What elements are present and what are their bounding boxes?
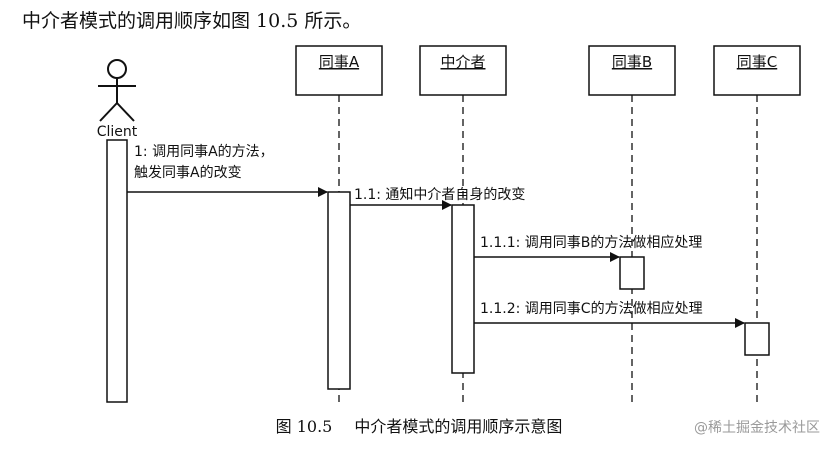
figure-number: 图 10.5 — [275, 417, 333, 436]
activation-colleague-b — [619, 256, 645, 290]
participant-mediator: 中介者 — [419, 45, 507, 96]
message-1-1-1-label: 1.1.1: 调用同事B的方法做相应处理 — [480, 234, 702, 251]
message-1-1-2-label: 1.1.2: 调用同事C的方法做相应处理 — [480, 300, 703, 317]
figure-title: 中介者模式的调用顺序示意图 — [354, 417, 563, 436]
participant-label-colleague-c: 同事C — [737, 53, 777, 71]
message-1-1-1: 1.1.1: 调用同事B的方法做相应处理 — [474, 234, 702, 262]
client-label: Client — [97, 124, 138, 140]
participant-colleague-a: 同事A — [295, 45, 383, 96]
client-actor: Client — [97, 59, 138, 140]
watermark: @稀土掘金技术社区 — [694, 420, 820, 436]
activation-colleague-c — [744, 322, 770, 356]
activation-mediator — [451, 204, 475, 374]
intro-text: 中介者模式的调用顺序如图 10.5 所示。 — [22, 10, 362, 32]
participant-label-colleague-b: 同事B — [612, 53, 652, 71]
participant-label-colleague-a: 同事A — [319, 53, 360, 71]
message-1-label-line2: 触发同事A的改变 — [134, 165, 242, 181]
message-1: 1: 调用同事A的方法， 触发同事A的改变 — [127, 144, 328, 197]
participant-colleague-c: 同事C — [713, 45, 801, 96]
message-1-label-line1: 1: 调用同事A的方法， — [134, 144, 274, 160]
activation-bars — [106, 139, 770, 403]
participant-label-mediator: 中介者 — [440, 53, 485, 71]
message-1-1: 1.1: 通知中介者自身的改变 — [350, 186, 525, 210]
figure-caption: 图 10.5 中介者模式的调用顺序示意图 — [0, 416, 838, 438]
activation-client — [106, 139, 128, 403]
activation-colleague-a — [327, 191, 351, 390]
stick-figure-icon — [98, 59, 136, 122]
participant-colleague-b: 同事B — [588, 45, 676, 96]
message-1-1-label: 1.1: 通知中介者自身的改变 — [354, 186, 525, 203]
message-1-1-2: 1.1.2: 调用同事C的方法做相应处理 — [474, 300, 745, 328]
